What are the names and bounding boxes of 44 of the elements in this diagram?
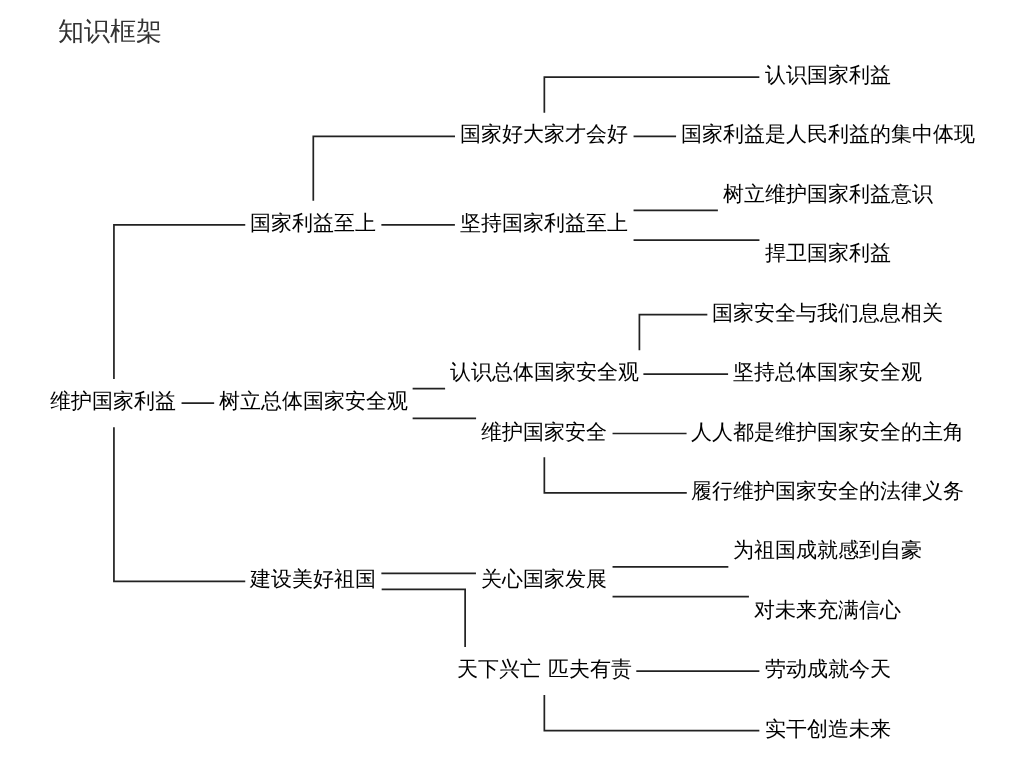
node-text: 维护国家安全 — [481, 418, 608, 444]
node-text: 天下兴亡 匹夫有责 — [456, 656, 632, 682]
node-text: 劳动成就今天 — [764, 656, 891, 682]
node-text: 为祖国成就感到自豪 — [733, 537, 923, 563]
node-text: 维护国家利益 — [50, 388, 177, 414]
node-text: 捍卫国家利益 — [764, 240, 891, 266]
connector — [411, 417, 477, 420]
node-text: 国家好大家才会好 — [460, 121, 629, 147]
connector — [632, 135, 677, 138]
connector — [312, 135, 456, 202]
node-text: 对未来充满信心 — [754, 596, 902, 622]
connector — [611, 595, 750, 598]
node-text: 建设美好祖国 — [250, 566, 377, 592]
node-text: 实干创造未来 — [764, 715, 891, 741]
node-text: 关心国家发展 — [481, 566, 608, 592]
connector — [543, 76, 761, 114]
node-text: 国家利益是人民利益的集中体现 — [680, 121, 975, 147]
connector — [380, 588, 466, 648]
node-text: 树立维护国家利益意识 — [722, 180, 933, 206]
connector — [543, 456, 688, 494]
connector — [635, 670, 761, 672]
node-text: 认识国家利益 — [764, 62, 891, 88]
node-text: 履行维护国家安全的法律义务 — [691, 477, 965, 503]
node-text: 树立总体国家安全观 — [218, 388, 408, 414]
connector — [632, 239, 761, 241]
connector — [611, 432, 688, 435]
connector — [113, 224, 247, 380]
node-text: 坚持国家利益至上 — [460, 209, 629, 235]
diagram-title: 知识框架 — [57, 15, 162, 47]
connector — [113, 426, 247, 583]
node-text: 国家利益至上 — [250, 209, 377, 235]
connector — [411, 387, 446, 390]
connector — [642, 373, 729, 375]
node-text: 国家安全与我们息息相关 — [712, 299, 944, 325]
node-text: 认识总体国家安全观 — [449, 359, 639, 385]
node-text: 人人都是维护国家安全的主角 — [691, 418, 965, 444]
connector — [638, 313, 709, 352]
connector — [611, 566, 730, 568]
connector — [632, 209, 719, 212]
connector — [380, 224, 456, 226]
connector — [380, 572, 477, 575]
connector — [180, 402, 215, 404]
connector — [543, 694, 761, 732]
node-text: 坚持总体国家安全观 — [733, 359, 923, 385]
